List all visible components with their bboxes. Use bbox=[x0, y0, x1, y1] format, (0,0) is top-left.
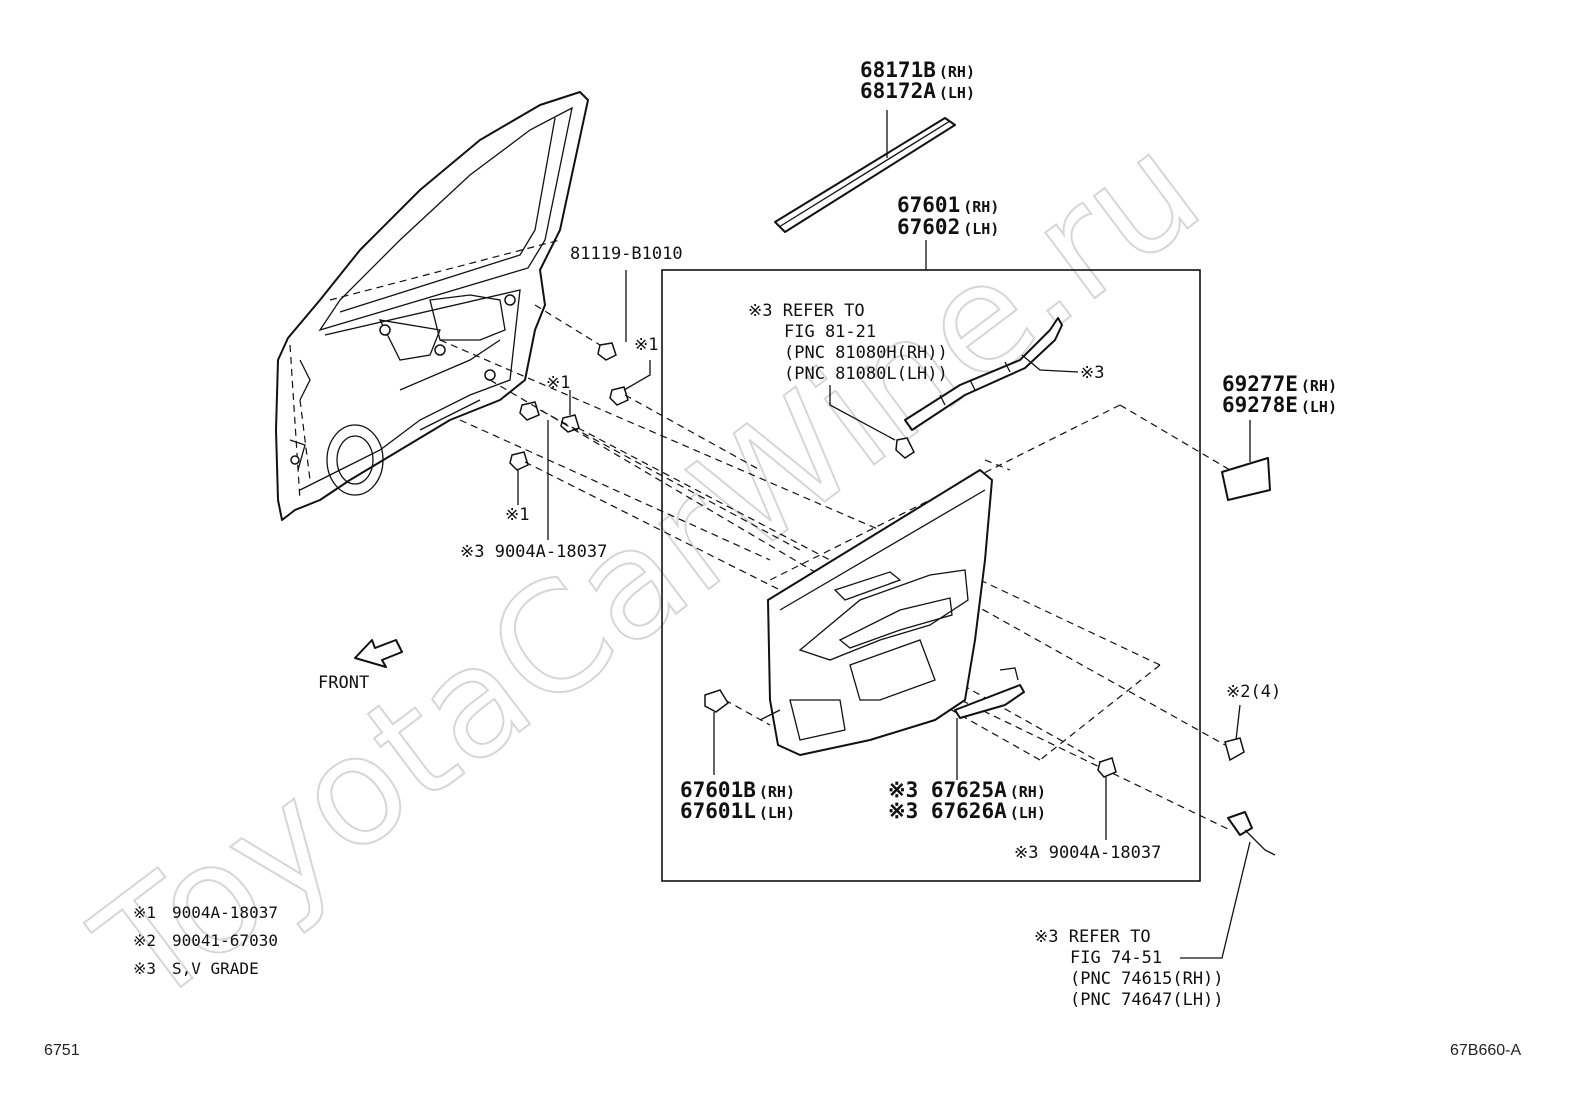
label-69278e: 69278E(LH) bbox=[1222, 393, 1337, 417]
legend-text-2: 90041-67030 bbox=[172, 931, 278, 950]
label-9004a-left: ※3 9004A-18037 bbox=[460, 542, 607, 562]
label-refer-81-21-line1: ※3 REFER TO bbox=[748, 301, 865, 321]
label-mark1-c: ※1 bbox=[505, 505, 529, 525]
figure-code: 67B660-A bbox=[1450, 1042, 1521, 1059]
pad-67601b bbox=[704, 689, 729, 775]
label-81119: 81119-B1010 bbox=[570, 244, 683, 264]
cover-69277e bbox=[1221, 420, 1271, 501]
page-number: 6751 bbox=[44, 1042, 80, 1059]
label-mark1-b: ※1 bbox=[546, 373, 570, 393]
label-68171b: 68171B(RH) bbox=[860, 58, 975, 82]
legend-text-1: 9004A-18037 bbox=[172, 903, 278, 922]
label-refer-74-51-line1: ※3 REFER TO bbox=[1034, 927, 1151, 947]
clip-81119 bbox=[597, 342, 617, 361]
label-refer-74-51-line2: FIG 74-51 bbox=[1070, 948, 1162, 968]
label-67601: 67601(RH) bbox=[897, 193, 999, 217]
label-67601b: 67601B(RH) bbox=[680, 778, 795, 802]
watermark: ToyotaCarWine.ru bbox=[66, 102, 1230, 1040]
label-front: FRONT bbox=[318, 673, 369, 693]
label-68172a: 68172A(LH) bbox=[860, 79, 975, 103]
legend-mark-2: ※2 bbox=[133, 931, 156, 950]
label-refer-74-51-line4: (PNC 74647(LH)) bbox=[1070, 990, 1224, 1010]
label-69277e: 69277E(RH) bbox=[1222, 372, 1337, 396]
assembly-box bbox=[661, 269, 1201, 882]
label-screw-mark: ※2(4) bbox=[1226, 682, 1281, 702]
courtesy-switch bbox=[1180, 811, 1276, 959]
label-67626a: ※3 67626A(LH) bbox=[888, 799, 1046, 823]
legend-mark-1: ※1 bbox=[133, 903, 156, 922]
wire-harness bbox=[829, 317, 1079, 459]
legend-text-3: S,V GRADE bbox=[172, 959, 259, 978]
screw-90041 bbox=[1224, 704, 1245, 762]
door-trim-board bbox=[759, 469, 993, 756]
belt-weatherstrip bbox=[774, 110, 956, 233]
door-inner-panel bbox=[275, 91, 589, 521]
label-mark1-a: ※1 bbox=[634, 335, 658, 355]
label-67602: 67602(LH) bbox=[897, 215, 999, 239]
clip-lower bbox=[509, 451, 529, 471]
legend-mark-3: ※3 bbox=[133, 959, 156, 978]
clip-upper bbox=[609, 386, 629, 406]
label-67601l: 67601L(LH) bbox=[680, 799, 795, 823]
clip-leaders bbox=[517, 270, 651, 540]
legend: ※1 9004A-18037 ※2 90041-67030 ※3 S,V GRA… bbox=[133, 903, 278, 978]
front-arrow-icon bbox=[354, 639, 403, 668]
clip-9004a-right bbox=[1097, 757, 1117, 840]
bracket-67625a bbox=[954, 667, 1025, 780]
label-mark3-wire: ※3 bbox=[1080, 363, 1104, 383]
label-refer-74-51-line3: (PNC 74615(RH)) bbox=[1070, 969, 1224, 989]
clip-group-left bbox=[509, 342, 629, 471]
label-refer-81-21-line2: FIG 81-21 bbox=[784, 322, 876, 342]
label-refer-81-21-line4: (PNC 81080L(LH)) bbox=[784, 364, 948, 384]
label-9004a-right: ※3 9004A-18037 bbox=[1014, 843, 1161, 863]
clip-mid bbox=[519, 401, 540, 421]
label-refer-81-21-line3: (PNC 81080H(RH)) bbox=[784, 343, 948, 363]
label-67625a: ※3 67625A(RH) bbox=[888, 778, 1046, 802]
